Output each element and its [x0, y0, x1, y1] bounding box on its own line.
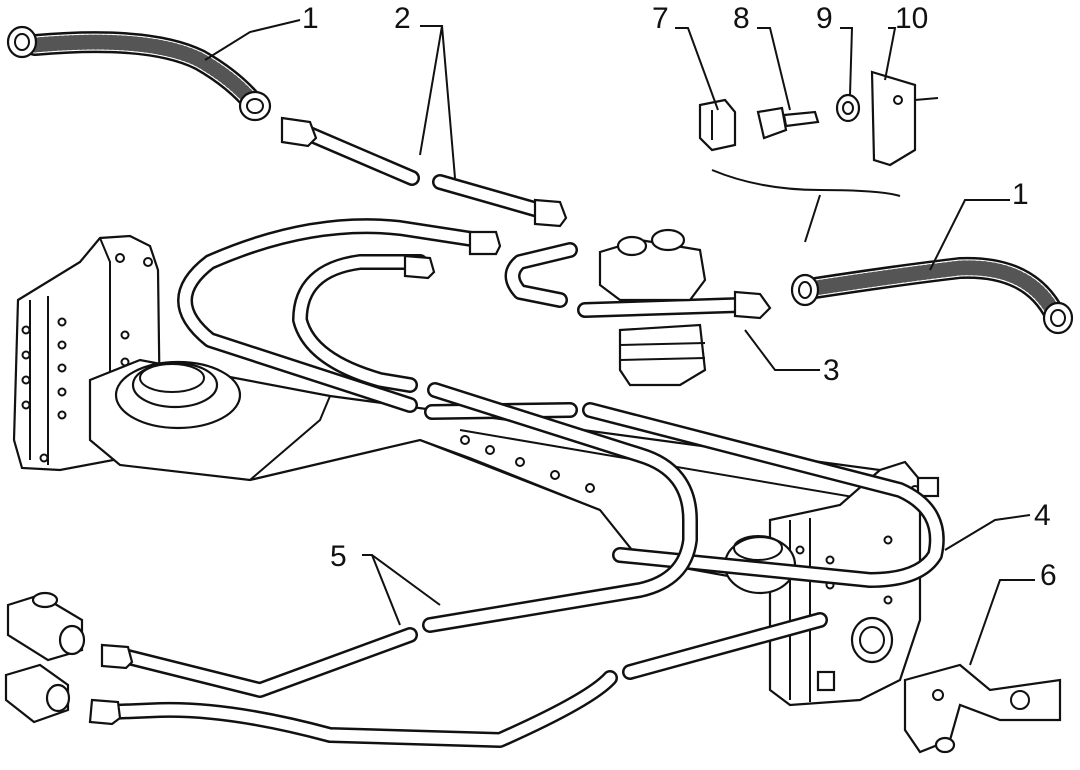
clip-7: [698, 98, 737, 152]
callout-label: 5: [330, 540, 347, 573]
brake-pipe-loop-4: [177, 218, 945, 633]
bracket-10: [711, 70, 939, 243]
straight-pipe-2: [280, 116, 568, 228]
flexible-hose-1-top: [6, 25, 272, 122]
callout-label: 9: [816, 2, 833, 35]
callout-label: 10: [895, 2, 928, 35]
brake-pipe-lower-5: [4, 591, 828, 748]
leader-lines: [204, 19, 1035, 666]
pressure-regulator-valve: [504, 228, 772, 387]
callout-label: 7: [652, 2, 669, 35]
callout-label: 6: [1040, 559, 1057, 592]
bracket-6: [903, 663, 1062, 754]
flexible-hose-1-right: [790, 256, 1074, 335]
callout-label: 1: [1012, 178, 1029, 211]
washer-9: [835, 93, 861, 123]
callout-label: 3: [823, 354, 840, 387]
bolt-8: [756, 106, 820, 140]
callout-label: 2: [394, 2, 411, 35]
callout-labels: 1 2 7 8 9 10 1 3 4 5 6: [302, 2, 1057, 592]
callout-label: 4: [1034, 499, 1051, 532]
callout-label: 8: [733, 2, 750, 35]
callout-label: 1: [302, 2, 319, 35]
